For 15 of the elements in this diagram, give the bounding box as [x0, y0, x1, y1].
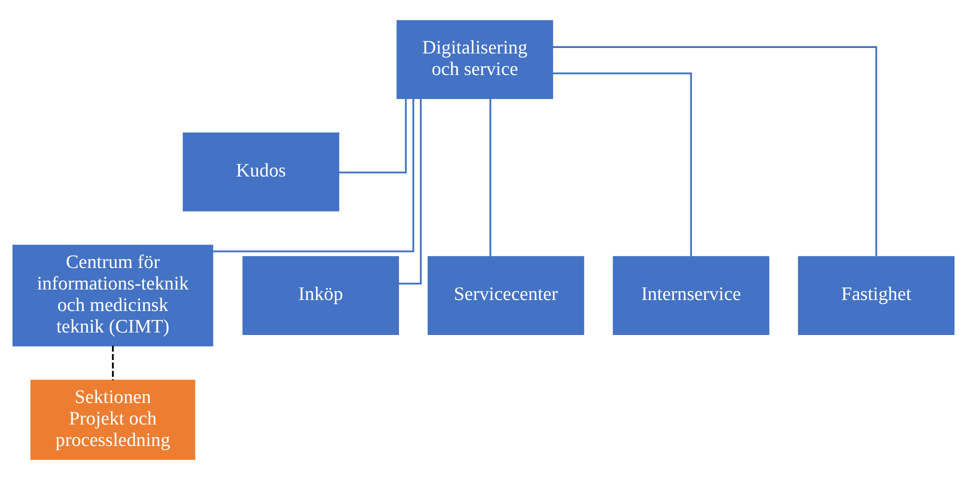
node-box: Inköp [242, 256, 399, 334]
node-box: Servicecenter [428, 256, 584, 334]
connector [338, 98, 407, 173]
node-box: Digitalisering och service [396, 20, 554, 99]
node-box: Centrum för informations-teknik och medicinsk teknik (CIMT) [12, 244, 214, 346]
node-box: Sektionen Projekt och processledning [30, 379, 196, 460]
connector [552, 72, 692, 256]
node-box: Internservice [612, 256, 770, 334]
connector [212, 98, 414, 252]
node-box: Fastighet [798, 256, 954, 334]
connector [489, 98, 492, 256]
connector [112, 345, 114, 380]
connector [552, 46, 878, 256]
connector [398, 98, 422, 284]
node-box: Kudos [182, 132, 340, 211]
